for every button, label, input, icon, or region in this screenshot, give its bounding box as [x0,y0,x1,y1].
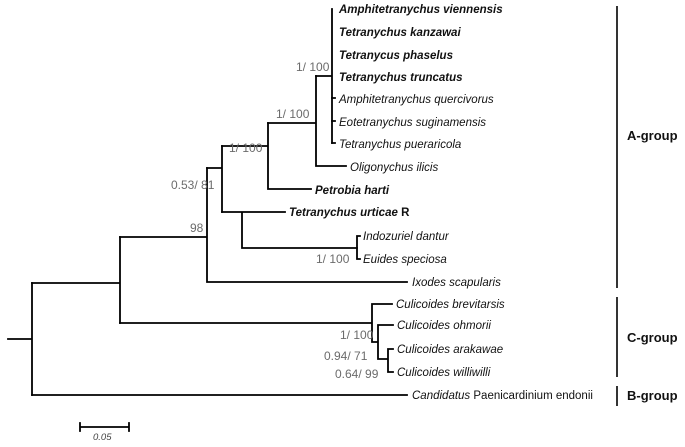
branch-root [7,282,33,396]
support-value: 1/ 100 [229,141,263,155]
scale-bar-line [79,422,130,432]
branch-mite-clade [119,167,408,283]
taxon-tetranychus-urticae: Tetranychus urticae R [289,207,410,219]
support-value: 1/ 100 [296,60,330,74]
taxon-tetranychus-kanzawai: Tetranychus kanzawai [339,27,461,39]
taxon-tetranychus-urticae-name: Tetranychus urticae [289,207,398,219]
taxon-euides-speciosa: Euides speciosa [363,254,447,266]
support-value: 0.64/ 99 [335,367,379,381]
branch-node-053 [206,145,223,213]
taxon-candidatus-paenicardinium: Candidatus Paenicardinium endonii [412,390,593,402]
branch-node-urticae [221,211,358,249]
taxon-tetranychus-truncatus: Tetranychus truncatus [339,72,463,84]
branch-terminals-top [331,97,336,144]
branch-node-petrobia [221,122,312,190]
branch-ingroup [31,236,121,324]
scale-bar-label: 0.05 [93,432,112,443]
taxon-culicoides-arakawae: Culicoides arakawae [397,344,503,356]
support-values: 1/ 100 1/ 100 1/ 100 0.53/ 81 98 1/ 100 … [171,60,379,381]
support-value: 0.53/ 81 [171,178,215,192]
support-value: 1/ 100 [340,328,374,342]
support-value: 0.94/ 71 [324,349,368,363]
b-group-label: B-group [627,388,678,403]
scale-bar: 0.05 [79,422,130,443]
branch-culicoides [119,303,394,373]
taxon-culicoides-brevitarsis: Culicoides brevitarsis [396,299,505,311]
taxon-labels: Amphitetranychus viennensis Tetranychus … [289,4,593,402]
tree-branches [7,8,408,396]
support-value: 1/ 100 [316,252,350,266]
branch-node-tetranychus [315,8,333,144]
taxon-amphitetranychus-viennensis: Amphitetranychus viennensis [338,4,503,16]
taxon-amphitetranychus-quercivorus: Amphitetranychus quercivorus [338,94,494,106]
taxon-candidatus-genus: Candidatus [412,390,470,402]
branch-node-indozuriel [356,235,361,260]
branch-node-oligonychus [267,75,347,167]
taxon-candidatus-species: Paenicardinium endonii [473,390,593,402]
a-group-label: A-group [627,128,678,143]
group-brackets: A-group C-group B-group [616,6,678,406]
taxon-ixodes-scapularis: Ixodes scapularis [412,277,501,289]
taxon-tetranychus-urticae-suffix: R [401,207,410,219]
taxon-culicoides-ohmorii: Culicoides ohmorii [397,320,491,332]
taxon-oligonychus-ilicis: Oligonychus ilicis [350,162,438,174]
taxon-tetranychus-pueraricola: Tetranychus pueraricola [339,139,461,151]
support-value: 1/ 100 [276,107,310,121]
c-group-label: C-group [627,330,678,345]
taxon-tetranycus-phaselus: Tetranycus phaselus [339,50,453,62]
support-value: 98 [190,221,204,235]
taxon-petrobia-harti: Petrobia harti [315,185,390,197]
taxon-eotetranychus-suginamensis: Eotetranychus suginamensis [339,117,486,129]
taxon-culicoides-williwilli: Culicoides williwilli [397,367,491,379]
taxon-indozuriel-dantur: Indozuriel dantur [363,231,450,243]
